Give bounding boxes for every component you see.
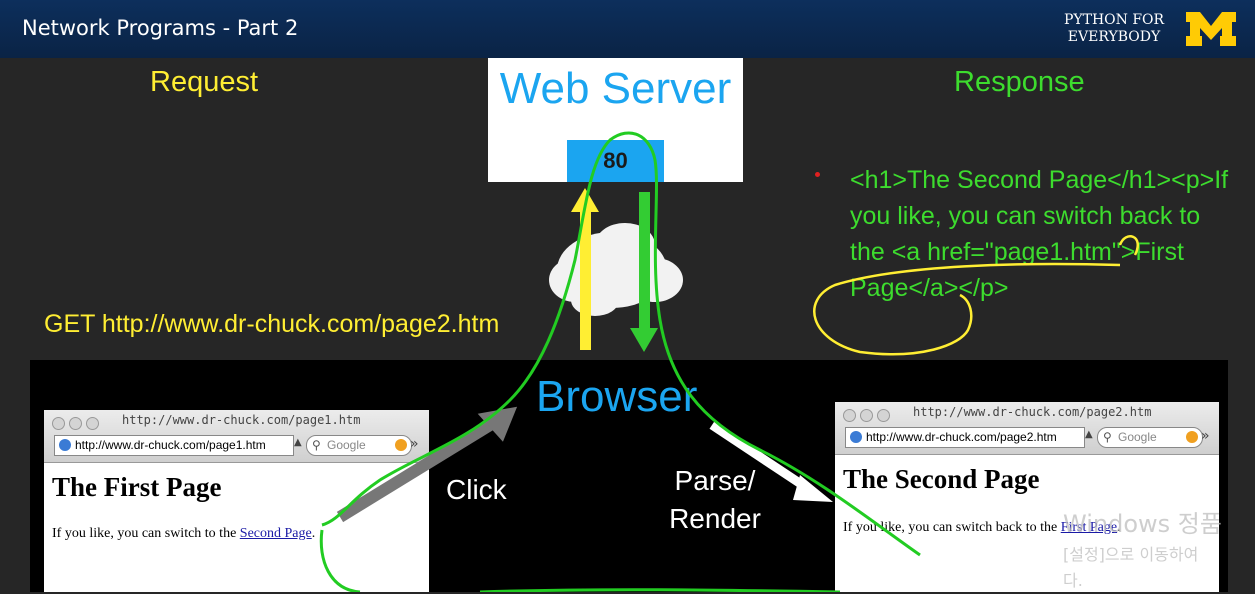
search-go-icon[interactable] xyxy=(395,439,407,451)
search-placeholder: Google xyxy=(1118,430,1157,444)
response-html-text: <h1>The Second Page</h1><p>If you like, … xyxy=(850,166,1229,302)
parse-render-label: Parse/ Render xyxy=(660,462,770,538)
search-icon: ⚲ xyxy=(312,438,321,452)
web-server-title: Web Server xyxy=(499,64,732,113)
window-title: http://www.dr-chuck.com/page1.htm xyxy=(122,413,361,427)
paragraph-text: If you like, you can switch to the xyxy=(52,526,240,541)
parse-label: Parse/ xyxy=(674,465,756,496)
page-paragraph: If you like, you can switch back to the … xyxy=(843,520,1121,536)
url-field[interactable]: http://www.dr-chuck.com/page1.htm xyxy=(54,435,294,456)
chevron-right-icon[interactable]: » xyxy=(410,436,419,452)
parse-arrow xyxy=(709,421,833,502)
page-heading: The First Page xyxy=(52,472,222,502)
lecture-title: Network Programs - Part 2 xyxy=(22,16,299,40)
window-toolbar: http://www.dr-chuck.com/page1.htm http:/… xyxy=(44,410,429,463)
search-go-icon[interactable] xyxy=(1186,431,1198,443)
window-dots-icon[interactable] xyxy=(52,415,103,434)
brand-line-2: EVERYBODY xyxy=(1067,29,1161,45)
request-label: Request xyxy=(150,66,259,98)
paragraph-end: . xyxy=(311,526,316,541)
url-dropdown-icon[interactable]: ▲ xyxy=(1085,429,1093,440)
cloud-icon xyxy=(549,223,683,316)
paragraph-end: . xyxy=(1117,520,1121,535)
url-text: http://www.dr-chuck.com/page2.htm xyxy=(866,430,1057,444)
browser-title: Browser xyxy=(536,372,698,421)
search-icon: ⚲ xyxy=(1103,430,1112,444)
search-input[interactable]: ⚲ Google xyxy=(1097,427,1203,448)
globe-icon xyxy=(850,431,862,443)
bullet-dot xyxy=(815,172,820,177)
globe-icon xyxy=(59,439,71,451)
window-toolbar: http://www.dr-chuck.com/page2.htm http:/… xyxy=(835,402,1219,455)
first-page-link[interactable]: First Page xyxy=(1060,520,1118,535)
click-arrow xyxy=(336,406,518,523)
url-field[interactable]: http://www.dr-chuck.com/page2.htm xyxy=(845,427,1085,448)
brand-line-1: PYTHON FOR xyxy=(1063,12,1165,28)
render-label: Render xyxy=(669,503,761,534)
search-placeholder: Google xyxy=(327,438,366,452)
url-text: http://www.dr-chuck.com/page1.htm xyxy=(75,438,266,452)
chevron-right-icon[interactable]: » xyxy=(1201,428,1210,444)
page-heading: The Second Page xyxy=(843,464,1040,494)
page-paragraph: If you like, you can switch to the Secon… xyxy=(52,526,315,542)
watermark-line-3: 다. xyxy=(1063,571,1083,590)
second-page-link[interactable]: Second Page xyxy=(239,526,312,541)
pen-annotation-path xyxy=(321,131,921,557)
port-badge: 80 xyxy=(567,140,664,182)
response-label: Response xyxy=(954,66,1085,98)
activation-watermark: Windows 정품 xyxy=(1063,510,1222,538)
brand-text: PYTHON FOR EVERYBODY xyxy=(1058,12,1170,46)
university-logo xyxy=(1186,12,1236,46)
pen-annotation-bottom xyxy=(319,529,841,592)
browser-window-page1: http://www.dr-chuck.com/page1.htm http:/… xyxy=(44,410,429,592)
window-title: http://www.dr-chuck.com/page2.htm xyxy=(913,405,1152,419)
search-input[interactable]: ⚲ Google xyxy=(306,435,412,456)
response-arrow xyxy=(630,192,658,352)
paragraph-text: If you like, you can switch back to the xyxy=(843,520,1061,535)
window-dots-icon[interactable] xyxy=(843,407,894,426)
highlight-annotation xyxy=(813,235,1139,356)
url-dropdown-icon[interactable]: ▲ xyxy=(294,437,302,448)
activation-watermark-sub: [설정]으로 이동하여 다. xyxy=(1063,542,1255,594)
watermark-line-2: [설정]으로 이동하여 xyxy=(1063,545,1199,564)
title-bar xyxy=(0,0,1255,58)
browser-window-page2: http://www.dr-chuck.com/page2.htm http:/… xyxy=(835,402,1219,592)
get-request-text: GET http://www.dr-chuck.com/page2.htm xyxy=(44,310,500,338)
click-label: Click xyxy=(446,474,507,505)
